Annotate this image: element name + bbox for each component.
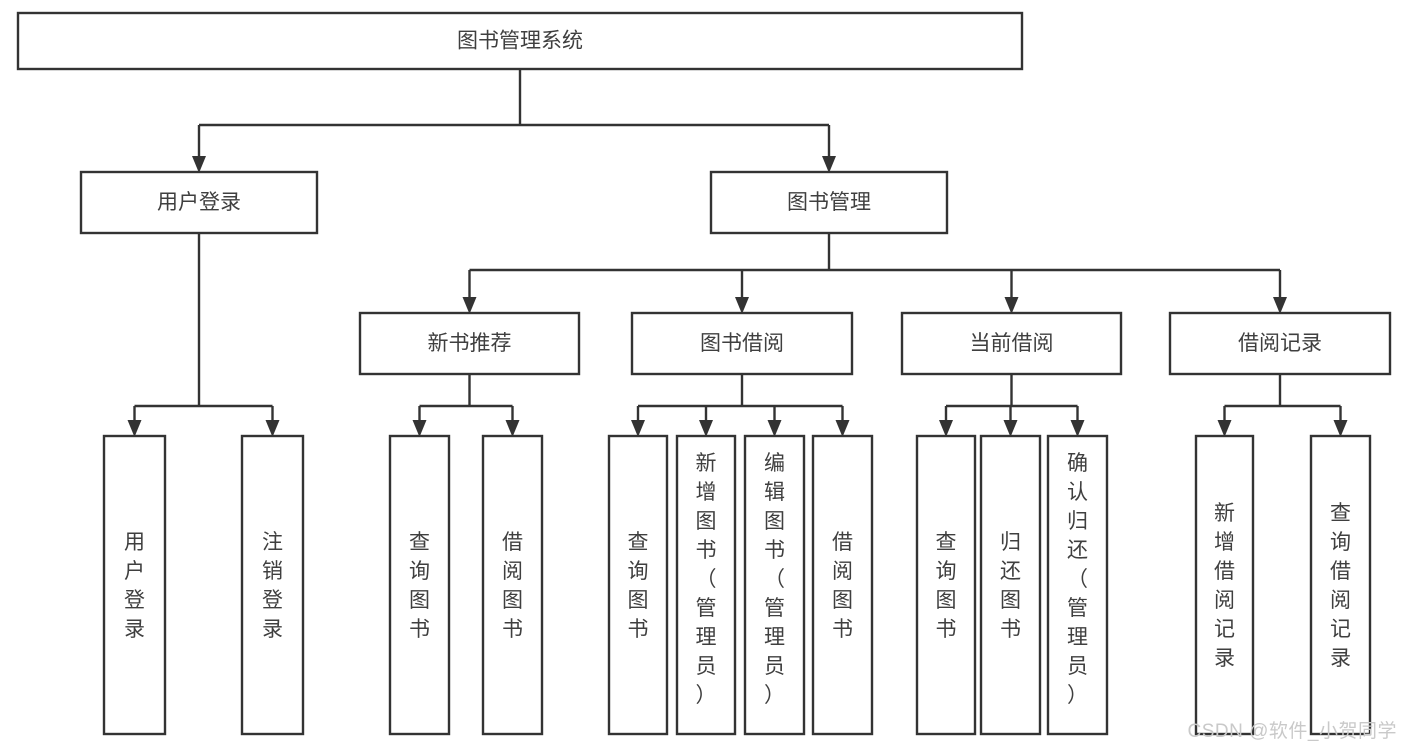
node-label: 用户登录 <box>124 531 145 641</box>
node-box-leaf-0[interactable]: 用户登录 <box>102 434 167 736</box>
node-box-leaf-4[interactable]: 查询图书 <box>607 434 669 736</box>
node-box-leaf-12[interactable]: 查询借阅记录 <box>1309 434 1372 736</box>
node-label: 当前借阅 <box>970 332 1054 355</box>
node-rect <box>607 434 669 736</box>
node-rect <box>675 434 737 736</box>
node-box-root[interactable]: 图书管理系统 <box>16 11 1024 71</box>
arrow-head-icon <box>265 420 280 437</box>
node-rect <box>811 434 874 736</box>
arrow-head-icon <box>1070 420 1085 437</box>
arrow-head-icon <box>735 297 749 314</box>
node-box-leaf-10[interactable]: 确认归还（管理员） <box>1046 434 1109 736</box>
node-label: 新书推荐 <box>428 332 512 355</box>
connector-group-root <box>192 69 836 173</box>
node-rect <box>915 434 977 736</box>
arrow-head-icon <box>1003 420 1018 437</box>
connector-layer <box>127 69 1348 437</box>
node-rect <box>16 11 1024 71</box>
node-box-leaf-11[interactable]: 新增借阅记录 <box>1194 434 1255 736</box>
arrow-head-icon <box>822 156 836 173</box>
node-label: 查询图书 <box>628 531 649 641</box>
arrow-head-icon <box>192 156 206 173</box>
node-rect <box>979 434 1042 736</box>
node-rect <box>388 434 451 736</box>
node-label: 图书管理系统 <box>457 30 583 53</box>
node-box-leaf-5[interactable]: 新增图书（管理员） <box>675 434 737 736</box>
node-rect <box>1046 434 1109 736</box>
arrow-head-icon <box>462 297 477 314</box>
node-box-leaf-1[interactable]: 注销登录 <box>240 434 305 736</box>
node-box-leaf-2[interactable]: 查询图书 <box>388 434 451 736</box>
node-rect <box>900 311 1123 376</box>
arrow-head-icon <box>412 420 427 437</box>
node-rect <box>1309 434 1372 736</box>
arrow-head-icon <box>939 420 953 437</box>
node-rect <box>240 434 305 736</box>
node-label: 新增图书（管理员） <box>696 452 717 707</box>
node-box-leaf-8[interactable]: 查询图书 <box>915 434 977 736</box>
node-box-l2-0[interactable]: 用户登录 <box>79 170 319 235</box>
arrow-head-icon <box>631 420 645 437</box>
connector-group-l3-0 <box>412 374 520 437</box>
node-label: 编辑图书（管理员） <box>764 452 785 707</box>
node-label: 归还图书 <box>1000 531 1021 641</box>
connector-group-l2-0 <box>127 233 280 437</box>
node-rect <box>102 434 167 736</box>
node-label: 借阅图书 <box>832 531 853 641</box>
node-rect <box>79 170 319 235</box>
node-box-l3-2[interactable]: 当前借阅 <box>900 311 1123 376</box>
connector-group-l3-1 <box>631 374 850 437</box>
node-rect <box>358 311 581 376</box>
arrow-head-icon <box>1333 420 1348 437</box>
node-rect <box>630 311 854 376</box>
node-rect <box>743 434 806 736</box>
node-label: 用户登录 <box>157 191 241 214</box>
node-box-leaf-9[interactable]: 归还图书 <box>979 434 1042 736</box>
node-label: 新增借阅记录 <box>1214 502 1235 670</box>
arrow-head-icon <box>767 420 782 437</box>
node-label: 查询借阅记录 <box>1330 502 1351 670</box>
node-box-leaf-7[interactable]: 借阅图书 <box>811 434 874 736</box>
node-label: 图书管理 <box>787 191 871 214</box>
arrow-head-icon <box>127 420 142 437</box>
node-label: 借阅图书 <box>502 531 523 641</box>
node-label: 确认归还（管理员） <box>1067 452 1088 707</box>
connector-group-l3-3 <box>1217 374 1348 437</box>
arrow-head-icon <box>1273 297 1287 314</box>
connector-group-l2-1 <box>462 233 1287 314</box>
node-box-l3-3[interactable]: 借阅记录 <box>1168 311 1392 376</box>
node-label: 注销登录 <box>262 531 283 641</box>
node-label: 查询图书 <box>409 531 430 641</box>
node-box-l2-1[interactable]: 图书管理 <box>709 170 949 235</box>
csdn-watermark: CSDN @软件_小贺同学 <box>1187 721 1397 742</box>
arrow-head-icon <box>505 420 520 437</box>
node-label: 查询图书 <box>936 531 957 641</box>
node-rect <box>709 170 949 235</box>
connector-group-l3-2 <box>939 374 1085 437</box>
node-rect <box>481 434 544 736</box>
arrow-head-icon <box>1004 297 1019 314</box>
arrow-head-icon <box>1217 420 1232 437</box>
node-label: 图书借阅 <box>700 332 784 355</box>
node-box-leaf-6[interactable]: 编辑图书（管理员） <box>743 434 806 736</box>
arrow-head-icon <box>835 420 850 437</box>
node-layer: 图书管理系统用户登录图书管理新书推荐图书借阅当前借阅借阅记录用户登录注销登录查询… <box>16 11 1392 736</box>
node-box-l3-0[interactable]: 新书推荐 <box>358 311 581 376</box>
node-rect <box>1194 434 1255 736</box>
node-box-l3-1[interactable]: 图书借阅 <box>630 311 854 376</box>
arrow-head-icon <box>699 420 713 437</box>
node-label: 借阅记录 <box>1238 332 1322 355</box>
node-box-leaf-3[interactable]: 借阅图书 <box>481 434 544 736</box>
node-rect <box>1168 311 1392 376</box>
